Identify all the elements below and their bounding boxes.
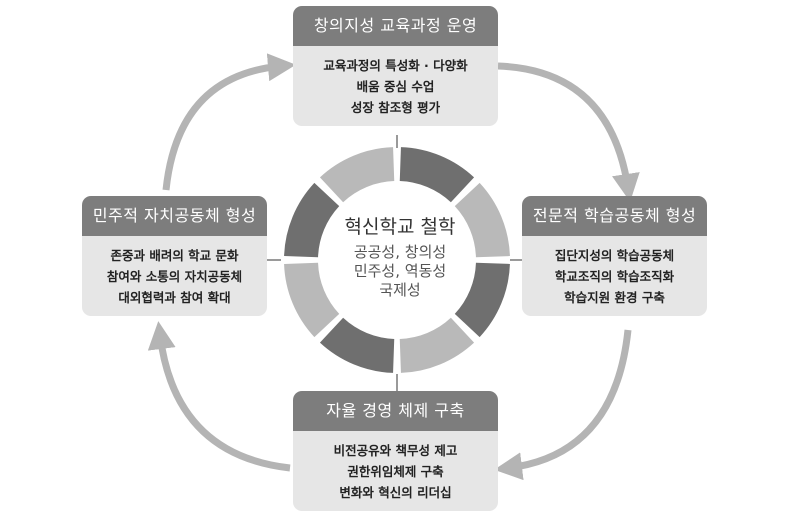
card-item: 집단지성의 학습공동체 xyxy=(554,248,675,263)
card-learning-community: 전문적 학습공동체 형성 집단지성의 학습공동체 학교조직의 학습조직화 학습지… xyxy=(522,196,707,316)
card-item: 권한위임체제 구축 xyxy=(347,464,444,479)
card-item: 비전공유와 책무성 제고 xyxy=(333,443,458,458)
card-item: 성장 참조형 평가 xyxy=(350,100,441,115)
card-title: 전문적 학습공동체 형성 xyxy=(522,196,707,236)
card-autonomous-management: 자율 경영 체제 구축 비전공유와 책무성 제고 권한위임체제 구축 변화와 혁… xyxy=(293,391,498,511)
card-item: 존중과 배려의 학교 문화 xyxy=(110,248,239,263)
arrow-left-to-top xyxy=(162,53,296,191)
ring-segment xyxy=(454,262,510,338)
card-item: 학습지원 환경 구축 xyxy=(564,290,665,305)
card-body: 비전공유와 책무성 제고 권한위임체제 구축 변화와 혁신의 리더십 xyxy=(293,431,498,511)
ring-segment xyxy=(284,182,340,258)
card-curriculum: 창의지성 교육과정 운영 교육과정의 특성화 · 다양화 배움 중심 수업 성장… xyxy=(293,6,498,126)
card-item: 변화와 혁신의 리더십 xyxy=(339,485,452,500)
card-item: 교육과정의 특성화 · 다양화 xyxy=(323,58,468,73)
card-body: 집단지성의 학습공동체 학교조직의 학습조직화 학습지원 환경 구축 xyxy=(522,236,707,316)
arrow-bottom-to-left xyxy=(147,321,291,472)
ring-segment xyxy=(284,262,340,338)
card-title: 자율 경영 체제 구축 xyxy=(293,391,498,431)
card-item: 대외협력과 참여 확대 xyxy=(118,290,231,305)
center-value-line: 민주성, 역동성 xyxy=(353,262,447,280)
arrow-right-to-bottom xyxy=(494,329,632,481)
center-values: 공공성, 창의성 민주성, 역동성 국제성 xyxy=(300,243,500,300)
center-title: 혁신학교 철학 xyxy=(344,216,456,238)
card-item: 참여와 소통의 자치공동체 xyxy=(106,269,243,284)
ring-segment xyxy=(319,147,395,203)
arrow-top-to-right xyxy=(497,62,640,202)
ring-segment xyxy=(399,317,475,373)
ring-segment xyxy=(319,317,395,373)
card-title: 민주적 자치공동체 형성 xyxy=(82,196,267,236)
center-value-line: 국제성 xyxy=(379,281,421,299)
card-body: 교육과정의 특성화 · 다양화 배움 중심 수업 성장 참조형 평가 xyxy=(293,46,498,126)
philosophy-ring xyxy=(284,147,510,373)
card-item: 학교조직의 학습조직화 xyxy=(554,269,675,284)
card-item: 배움 중심 수업 xyxy=(356,79,435,94)
ring-segment xyxy=(454,182,510,258)
card-body: 존중과 배려의 학교 문화 참여와 소통의 자치공동체 대외협력과 참여 확대 xyxy=(82,236,267,316)
card-democratic-community: 민주적 자치공동체 형성 존중과 배려의 학교 문화 참여와 소통의 자치공동체… xyxy=(82,196,267,316)
card-title: 창의지성 교육과정 운영 xyxy=(293,6,498,46)
ring-segment xyxy=(399,147,475,203)
center-value-line: 공공성, 창의성 xyxy=(353,243,447,261)
